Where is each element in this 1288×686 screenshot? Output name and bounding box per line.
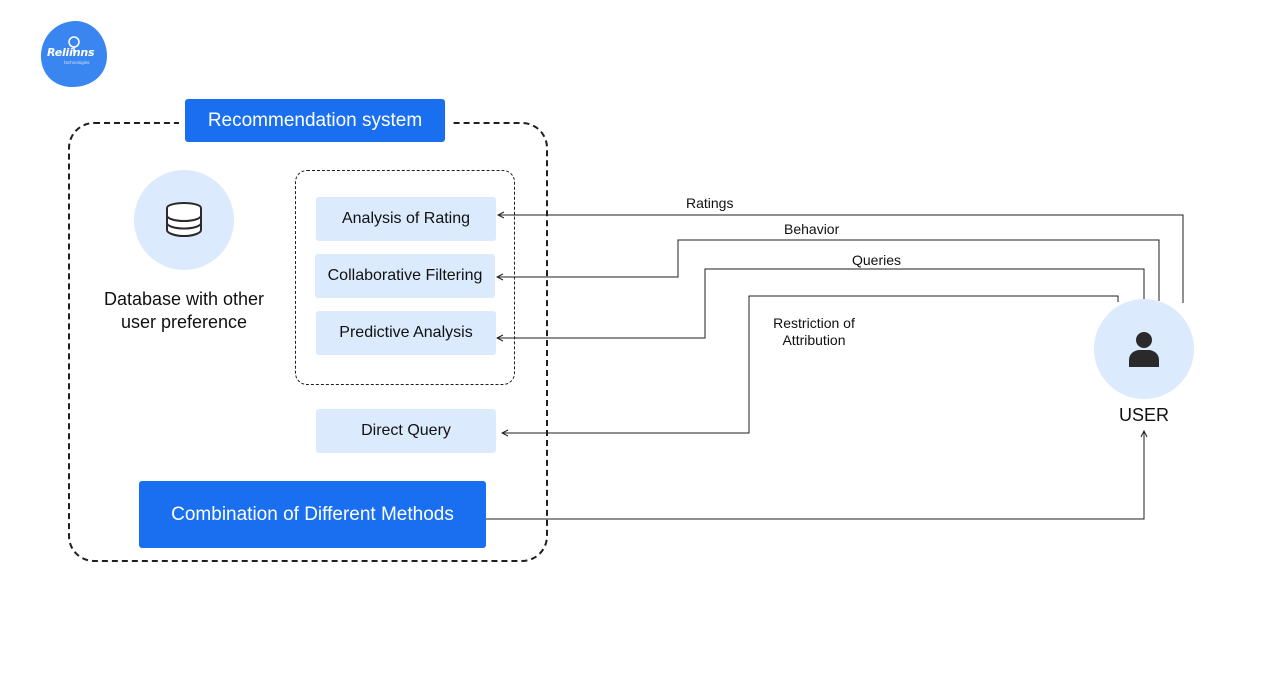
edge-label-behavior: Behavior xyxy=(784,221,840,237)
method-analysis-of-rating: Analysis of Rating xyxy=(316,197,496,241)
edge-label-restriction: Restriction of Attribution xyxy=(773,315,855,348)
user-node xyxy=(1094,299,1194,399)
method-direct-query: Direct Query xyxy=(316,409,496,453)
combination-methods-box: Combination of Different Methods xyxy=(139,481,486,548)
edge-behavior xyxy=(497,239,1160,301)
edge-label-ratings: Ratings xyxy=(686,195,734,211)
user-label: USER xyxy=(1118,405,1169,425)
method-collaborative-filtering: Collaborative Filtering xyxy=(315,254,495,298)
method-predictive-analysis: Predictive Analysis xyxy=(316,311,496,355)
user-icon xyxy=(1129,332,1159,367)
logo-subtext: technologies xyxy=(64,60,90,65)
company-logo xyxy=(40,20,107,88)
logo-text: Reliinns xyxy=(47,46,95,59)
edge-combination-to-user xyxy=(486,431,1144,520)
edge-ratings xyxy=(498,215,1184,303)
edge-label-queries: Queries xyxy=(852,252,902,268)
database-icon xyxy=(166,202,202,238)
database-node xyxy=(134,170,234,270)
recommendation-system-title: Recommendation system xyxy=(185,99,445,142)
database-label: Database with other user preference xyxy=(103,289,265,332)
